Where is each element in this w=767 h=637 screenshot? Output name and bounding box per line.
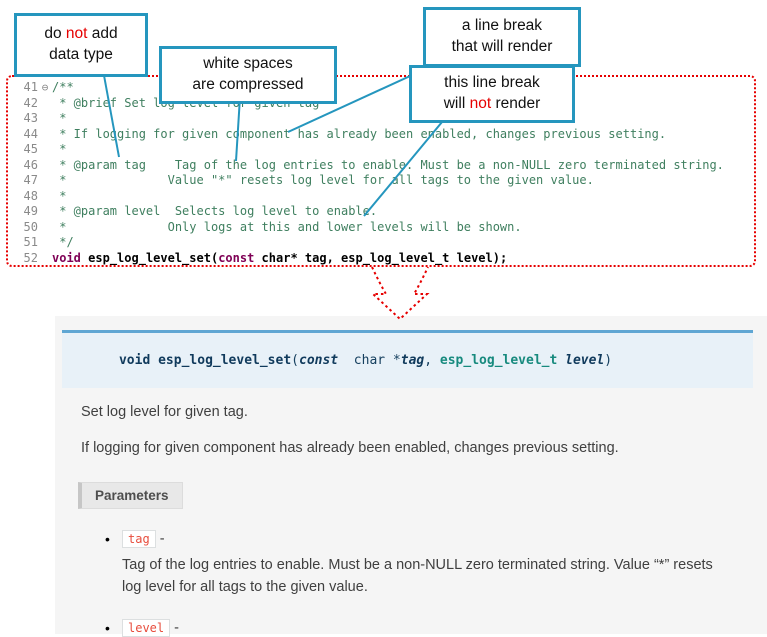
- gutter-space: [38, 142, 52, 158]
- sig-param-tag: tag: [400, 353, 425, 368]
- callout-line: that will render: [451, 38, 553, 55]
- code-line: 45 *: [14, 142, 754, 158]
- param-item-level: • level - Selects log level to enable. O…: [105, 618, 737, 637]
- callout-linebreak-renders: a line break that will render: [423, 7, 581, 67]
- code-line: 42 * @brief Set log level for given tag: [14, 96, 754, 112]
- code-text: *: [52, 188, 67, 203]
- param-name-literal: tag: [122, 529, 156, 548]
- param-description: Tag of the log entries to enable. Must b…: [122, 556, 713, 595]
- docs-brief-paragraph: Set log level for given tag.: [81, 404, 248, 420]
- line-number: 45: [23, 142, 38, 156]
- callout-line: do not add: [44, 25, 118, 43]
- gutter-space: [38, 158, 52, 174]
- gutter-space: [38, 111, 52, 127]
- code-line: 51 */: [14, 235, 754, 251]
- code-text: */: [52, 235, 74, 249]
- gutter-space: [38, 127, 52, 143]
- sig-text: (: [291, 353, 299, 368]
- keyword-void: void: [52, 250, 81, 265]
- sig-param-level: level: [557, 353, 605, 368]
- sig-param-type: esp_log_level_t: [439, 353, 558, 368]
- callout-whitespace-compressed: white spaces are compressed: [159, 46, 337, 104]
- callout-linebreak-not-render: this line break will not render: [409, 65, 575, 123]
- line-number: 42: [23, 95, 38, 110]
- code-line: 50 * Only logs at this and lower levels …: [14, 220, 754, 236]
- sig-text: [150, 353, 158, 368]
- code-text: * @param level Selects log level to enab…: [52, 204, 378, 218]
- code-text: * Only logs at this and lower levels wil…: [52, 219, 522, 234]
- gutter-space: [38, 173, 52, 189]
- callout-line: are compressed: [192, 76, 304, 93]
- sig-const-keyword: const: [299, 353, 339, 368]
- line-number: 50: [23, 219, 38, 234]
- param-item-tag: • tag - Tag of the log entries to enable…: [105, 529, 737, 598]
- line-number: 43: [23, 111, 38, 125]
- gutter-space: [38, 96, 52, 112]
- code-text: [81, 251, 88, 267]
- line-number: 51: [23, 235, 38, 249]
- param-separator: -: [155, 530, 165, 547]
- code-line: 44 * If logging for given component has …: [14, 127, 754, 143]
- callout-line: this line break: [444, 74, 540, 92]
- code-line: 48 *: [14, 189, 754, 205]
- code-text: * @param tag Tag of the log entries to e…: [52, 157, 724, 172]
- code-text: * If logging for given component has alr…: [52, 126, 667, 141]
- line-number: 46: [23, 157, 38, 172]
- line-number: 48: [23, 188, 38, 203]
- keyword-const: const: [218, 250, 255, 265]
- code-text: (: [210, 250, 219, 265]
- callout-line: data type: [49, 46, 113, 63]
- sig-text: char *: [338, 353, 401, 368]
- line-number: 47: [23, 173, 38, 187]
- callout-line: white spaces: [203, 55, 293, 73]
- callout-line: a line break: [461, 17, 543, 35]
- transform-arrow: [370, 266, 430, 321]
- fold-minus-icon: ⊖: [41, 81, 49, 94]
- bullet-icon: •: [105, 530, 110, 547]
- line-number: 41: [23, 80, 38, 94]
- code-text: char* tag, esp_log_level_t level);: [254, 250, 508, 265]
- code-text: * Value "*" resets log level for all tag…: [52, 173, 594, 187]
- gutter-space: [38, 204, 52, 220]
- gutter-space: [38, 189, 52, 205]
- code-text: *: [52, 111, 67, 125]
- code-line: 41⊖/**: [14, 80, 754, 96]
- bullet-icon: •: [105, 619, 110, 636]
- gutter-space: [38, 235, 52, 251]
- sig-text: ,: [424, 353, 440, 368]
- code-text: /**: [52, 80, 74, 94]
- docs-detail-paragraph: If logging for given component has alrea…: [81, 439, 619, 456]
- code-line: 47 * Value "*" resets log level for all …: [14, 173, 754, 189]
- sig-text: ): [604, 353, 613, 368]
- code-line: 43 *: [14, 111, 754, 127]
- parameters-heading: Parameters: [78, 481, 183, 509]
- line-number: 52: [23, 250, 38, 265]
- line-number: 49: [23, 204, 38, 218]
- code-line-declaration: 52 void esp_log_level_set(const char* tag…: [14, 251, 754, 267]
- rendered-docs-panel: void esp_log_level_set(const char *tag, …: [55, 316, 767, 637]
- gutter-space: [38, 220, 52, 236]
- code-text: *: [52, 142, 67, 156]
- code-line: 46 * @param tag Tag of the log entries t…: [14, 158, 754, 174]
- code-editor-snippet: 41⊖/** 42 * @brief Set log level for giv…: [6, 75, 756, 267]
- callout-line: will not render: [443, 95, 541, 112]
- line-number: 44: [23, 126, 38, 141]
- param-name-literal: level: [122, 618, 171, 637]
- callout-no-datatype: do not add data type: [14, 13, 148, 77]
- param-separator: -: [170, 619, 179, 636]
- sig-function-name: esp_log_level_set: [158, 353, 292, 368]
- gutter-space: [38, 251, 52, 267]
- function-name: esp_log_level_set: [88, 250, 211, 265]
- sig-return-type: void: [118, 353, 151, 368]
- code-line: 49 * @param level Selects log level to e…: [14, 204, 754, 220]
- function-signature: void esp_log_level_set(const char *tag, …: [62, 330, 753, 388]
